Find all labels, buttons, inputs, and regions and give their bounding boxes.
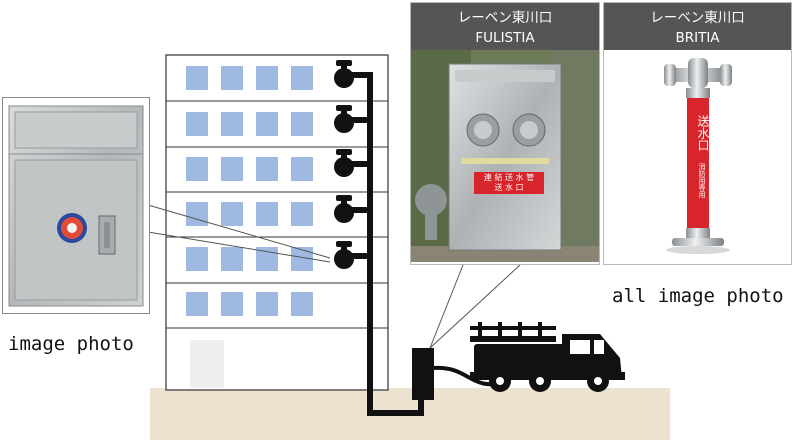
window	[291, 66, 313, 90]
card-title-ja: レーベン東川口	[457, 10, 553, 26]
inlet-right-icon	[512, 113, 546, 147]
card-header-britia: レーベン東川口 BRITIA	[604, 3, 791, 50]
sign-char: 結	[494, 173, 503, 182]
building	[165, 54, 389, 391]
card-title-en: BRITIA	[675, 30, 720, 46]
caption-right: all image photo	[612, 285, 784, 307]
window	[291, 247, 313, 271]
window	[256, 112, 278, 136]
sign-char: 送	[494, 183, 503, 192]
card-title-ja: レーベン東川口	[650, 10, 745, 26]
window	[256, 202, 278, 226]
pillar-photo	[664, 58, 732, 254]
callout-lines	[147, 204, 521, 349]
pillar-inlet-icon	[664, 58, 732, 254]
photo-card-britia: レーベン東川口 BRITIA	[603, 2, 792, 265]
window	[221, 112, 243, 136]
pillar-sublabel: 消防用専用	[692, 163, 706, 198]
sign-char: 水	[515, 173, 524, 182]
sign-char: 水	[505, 183, 513, 192]
photo-card-fulistia: レーベン東川口 FULISTIA	[410, 2, 600, 265]
pillar-label-main: 送水口	[696, 115, 710, 151]
cabinet-sign: 連 結 送 水 管 送 水 口	[474, 172, 544, 194]
window	[221, 292, 243, 316]
card-header-fulistia: レーベン東川口 FULISTIA	[411, 3, 599, 50]
sign-char: 連	[483, 173, 492, 182]
fire-emblem-icon	[57, 213, 87, 243]
window	[291, 112, 313, 136]
window	[186, 292, 208, 316]
fire-truck	[470, 322, 625, 392]
window	[291, 157, 313, 181]
building-windows	[186, 66, 313, 316]
window	[221, 157, 243, 181]
window	[291, 292, 313, 316]
window	[186, 202, 208, 226]
caption-left: image photo	[8, 333, 134, 355]
window	[256, 66, 278, 90]
entrance-door	[190, 340, 224, 388]
cabinet-illustration	[8, 105, 144, 307]
window	[186, 157, 208, 181]
window	[186, 66, 208, 90]
inlet-left-icon	[466, 113, 500, 147]
pillar-label-sub: 消防用専用	[698, 163, 706, 198]
window	[186, 112, 208, 136]
pillar-label: 送水口	[688, 115, 710, 151]
outlet-valves	[334, 60, 354, 269]
outlet-cabinet-photo	[2, 97, 150, 314]
sign-char: 口	[515, 183, 524, 192]
window	[256, 157, 278, 181]
sign-char: 管	[526, 173, 535, 182]
window	[256, 292, 278, 316]
window	[221, 202, 243, 226]
cabinet-photo	[411, 50, 599, 262]
card-title-en: FULISTIA	[475, 30, 535, 46]
window	[221, 66, 243, 90]
connection-box	[412, 348, 434, 400]
window	[221, 247, 243, 271]
window	[291, 202, 313, 226]
sign-char: 送	[505, 173, 513, 182]
window	[186, 247, 208, 271]
